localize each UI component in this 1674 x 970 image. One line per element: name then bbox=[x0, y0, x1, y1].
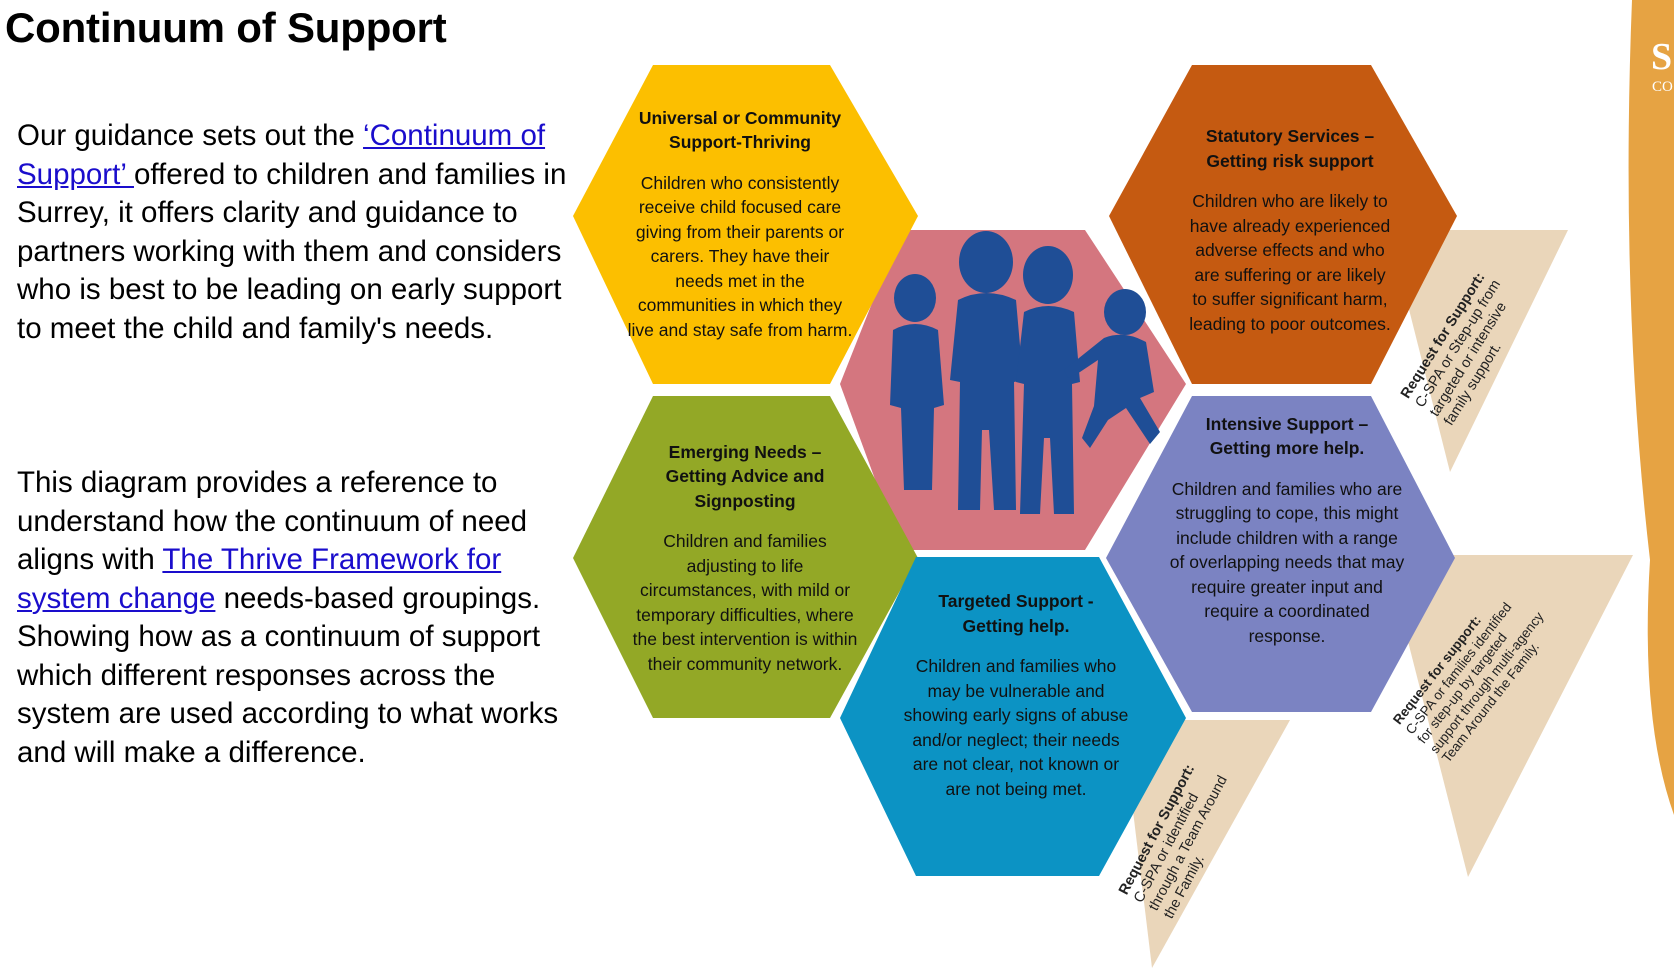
targeted-support-body: Children and families who may be vulnera… bbox=[903, 656, 1129, 799]
universal-support-title: Universal or Community Support-Thriving bbox=[638, 107, 842, 153]
intensive-support-text: Intensive Support – Getting more help. C… bbox=[1162, 405, 1412, 655]
universal-support-body: Children who consistently receive child … bbox=[627, 172, 853, 340]
statutory-services-title: Statutory Services – Getting risk suppor… bbox=[1205, 126, 1375, 171]
continuum-of-support-link[interactable]: ‘Continuum of Support’ bbox=[17, 119, 546, 191]
intensive-support-title: Intensive Support – Getting more help. bbox=[1205, 413, 1369, 459]
statutory-services-body: Children who are likely to have already … bbox=[1189, 191, 1391, 334]
intro-paragraph-1: Our guidance sets out the ‘Continuum of … bbox=[17, 117, 577, 348]
intro-paragraph-2: This diagram provides a reference to und… bbox=[17, 464, 577, 772]
thrive-framework-link[interactable]: The Thrive Framework for system change bbox=[17, 543, 502, 615]
intro-text: offered to children and families in Surr… bbox=[17, 157, 567, 345]
hex-universal bbox=[573, 65, 918, 384]
targeted-support-title: Targeted Support - Getting help. bbox=[938, 591, 1094, 636]
hex-emerging bbox=[573, 396, 918, 718]
children-silhouette-icon bbox=[890, 231, 1160, 514]
hex-statutory bbox=[1109, 65, 1457, 384]
emerging-needs-title: Emerging Needs – Getting Advice and Sign… bbox=[665, 441, 825, 511]
intro-text: This diagram provides a reference to und… bbox=[17, 466, 528, 576]
request-triangle-targeted bbox=[1122, 720, 1290, 968]
targeted-support-text: Targeted Support - Getting help. Childre… bbox=[896, 572, 1136, 818]
brand-band bbox=[1628, 0, 1674, 815]
statutory-services-text: Statutory Services – Getting risk suppor… bbox=[1170, 95, 1410, 365]
brand-logo: S bbox=[1651, 36, 1673, 78]
hex-intensive bbox=[1106, 396, 1455, 712]
universal-support-text: Universal or Community Support-Thriving … bbox=[620, 66, 860, 382]
request-triangle-statutory bbox=[1389, 230, 1568, 472]
intensive-support-body: Children and families who are struggling… bbox=[1169, 478, 1405, 646]
request-triangle-intensive bbox=[1386, 555, 1633, 877]
page-title: Continuum of Support bbox=[5, 4, 447, 51]
intro-text: needs-based groupings. Showing how as a … bbox=[17, 581, 559, 769]
hex-targeted bbox=[840, 557, 1186, 876]
brand-logo-subtext: CO bbox=[1652, 79, 1673, 95]
emerging-needs-text: Emerging Needs – Getting Advice and Sign… bbox=[620, 420, 870, 696]
emerging-needs-body: Children and families adjusting to life … bbox=[632, 531, 858, 674]
intro-text: Our guidance sets out the bbox=[17, 119, 364, 152]
